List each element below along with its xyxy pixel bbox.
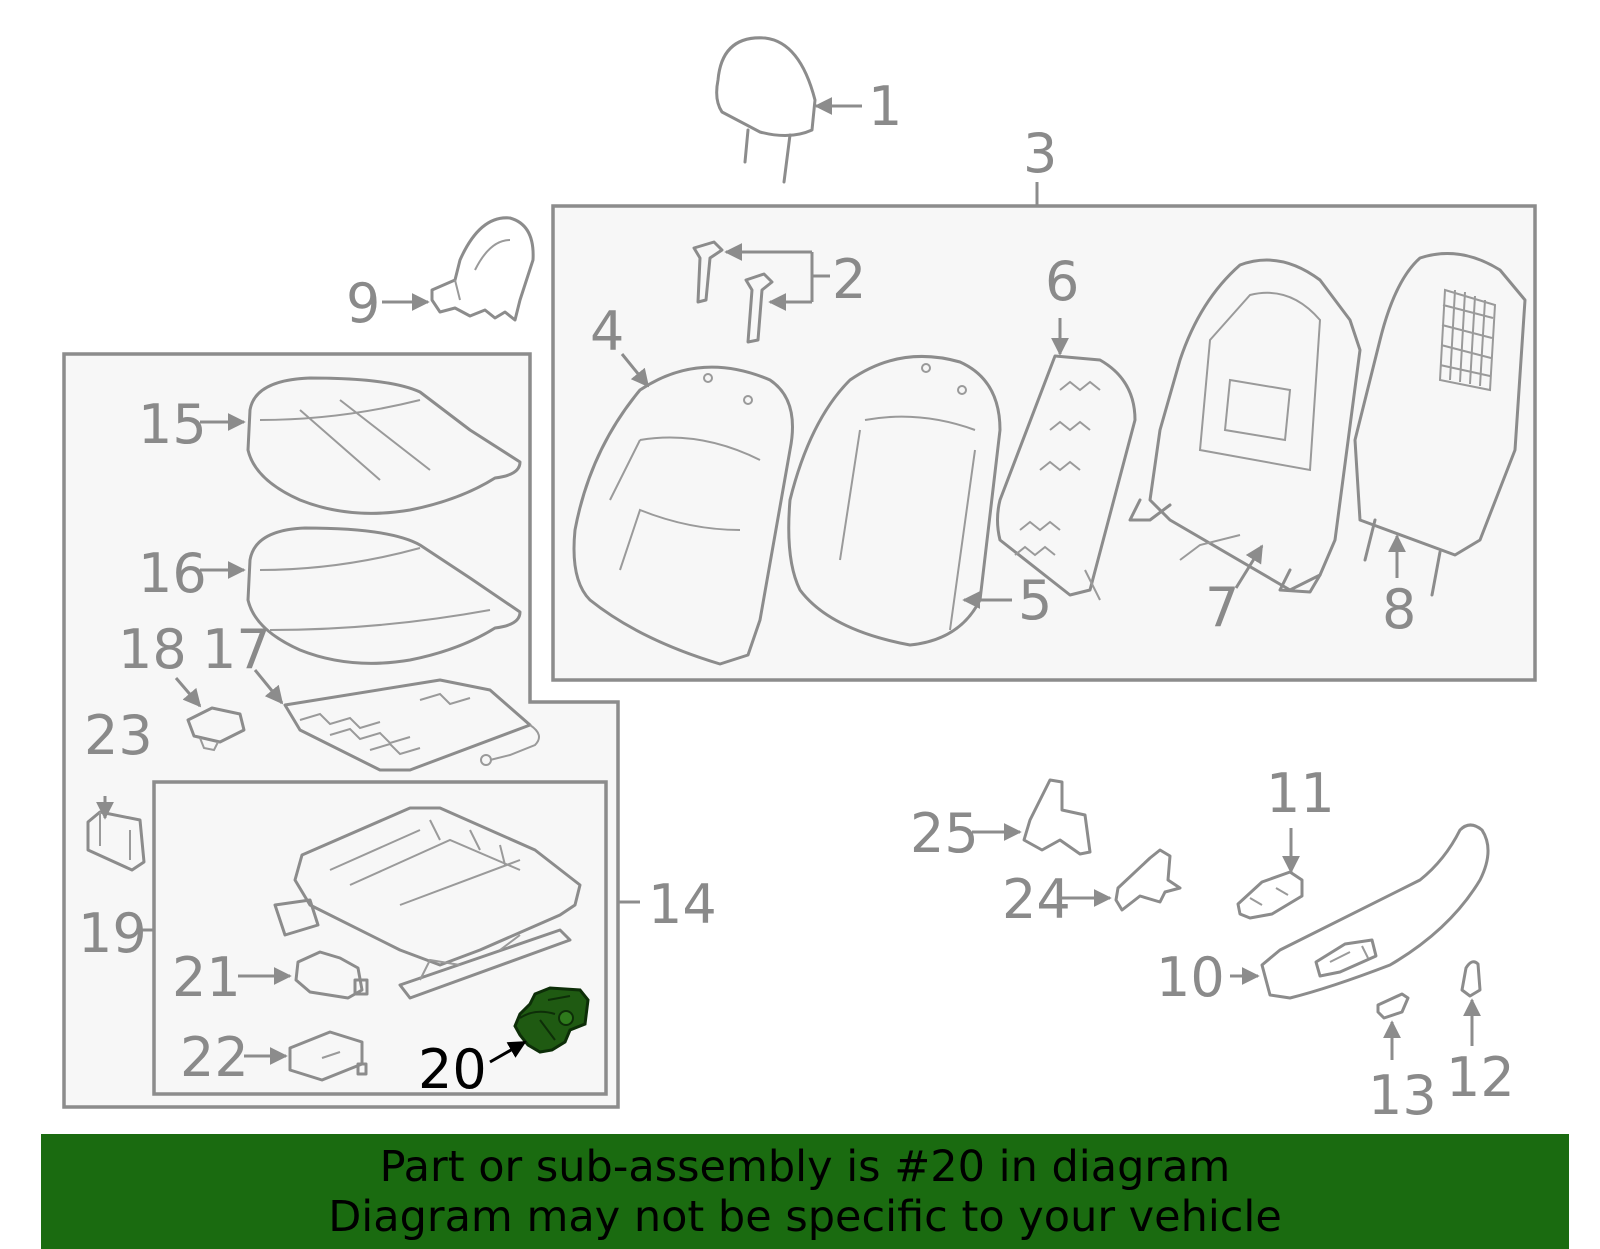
switch-11-part[interactable] [1236,870,1304,920]
callout-14: 14 [648,873,717,936]
knob-12-part[interactable] [1460,960,1482,998]
callout-12: 12 [1446,1046,1515,1109]
banner-background [41,1134,1569,1249]
callout-7: 7 [1205,576,1239,639]
callout-5: 5 [1018,569,1052,632]
motor-21-part[interactable] [294,950,369,1000]
callout-9: 9 [346,272,380,335]
bracket-25-part[interactable] [1022,778,1092,856]
callout-22: 22 [180,1026,249,1089]
cushion-pad-part[interactable] [246,526,522,665]
cushion-cover-part[interactable] [246,376,522,515]
seatback-frame-part[interactable] [1128,258,1362,594]
leader-4 [620,353,650,388]
bracket-24-part[interactable] [1114,848,1182,912]
banner-line-2: Diagram may not be specific to your vehi… [328,1192,1282,1242]
headrest-part[interactable] [715,36,817,184]
side-shield-part[interactable] [1260,823,1490,1000]
seat-heater-part[interactable] [283,678,540,772]
callout-16: 16 [138,542,207,605]
sensor-part[interactable] [186,706,246,752]
callout-11: 11 [1266,762,1335,825]
callout-17: 17 [202,618,271,681]
banner-line-1: Part or sub-assembly is #20 in diagram [379,1142,1231,1192]
callout-13: 13 [1368,1064,1437,1127]
callout-15: 15 [138,393,207,456]
callout-20: 20 [418,1038,487,1101]
callout-4: 4 [590,300,624,363]
headrest-guide-part[interactable] [692,240,774,344]
callout-19: 19 [78,902,147,965]
callout-24: 24 [1002,868,1071,931]
callout-25: 25 [910,802,979,865]
callout-1: 1 [868,75,902,138]
callout-23: 23 [84,704,153,767]
callout-2: 2 [832,248,866,311]
callout-6: 6 [1045,250,1079,313]
highlighted-motor-part[interactable] [513,986,590,1054]
trim-cover-part[interactable] [430,216,535,322]
callout-18: 18 [118,618,187,681]
knob-13-part[interactable] [1376,992,1410,1020]
info-banner: Part or sub-assembly is #20 in diagram D… [41,1134,1569,1249]
seatback-panel-part[interactable] [1353,252,1527,597]
callout-3: 3 [1023,122,1057,185]
callout-8: 8 [1382,578,1416,641]
module-22-part[interactable] [288,1030,368,1082]
callout-21: 21 [172,946,241,1009]
leader-20 [489,1040,527,1064]
seat-track-frame-part[interactable] [273,806,582,1000]
callout-10: 10 [1156,946,1225,1009]
seatback-cover-part[interactable] [572,365,794,666]
leader-7 [1234,544,1264,589]
leader-18 [174,677,202,708]
lumbar-support-part[interactable] [996,354,1137,601]
seatback-pad-part[interactable] [787,355,1002,647]
leader-17 [253,669,284,705]
